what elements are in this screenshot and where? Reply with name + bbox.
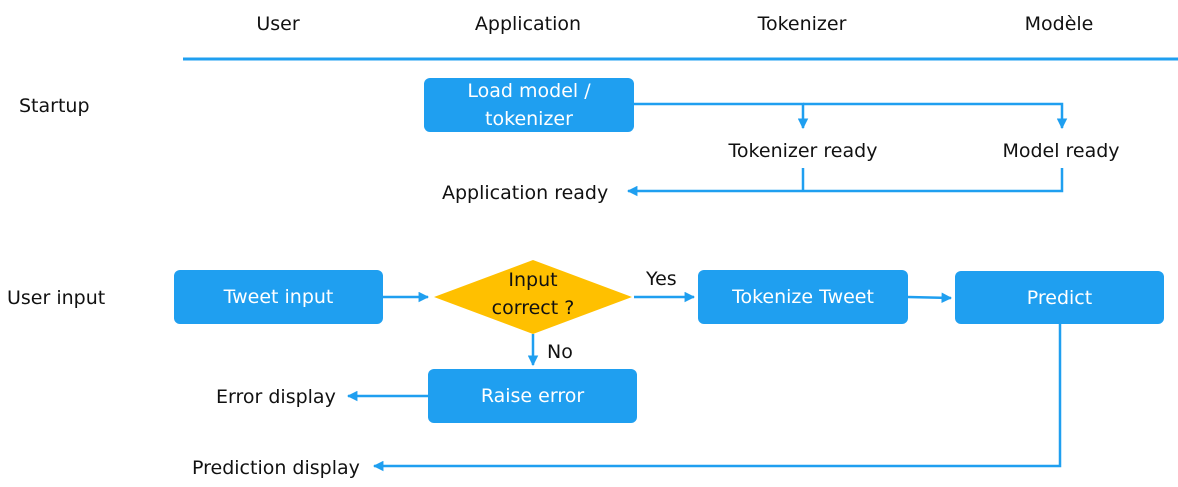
tokenize-tweet-box[interactable]: Tokenize Tweet — [698, 270, 908, 324]
load-model-label-line2: tokenizer — [485, 108, 573, 130]
tweet-input-label: Tweet input — [223, 286, 334, 308]
edge-label-no: No — [547, 341, 573, 363]
error-display-label: Error display — [216, 386, 336, 408]
input-correct-label-line1: Input — [508, 269, 558, 291]
prediction-display-label: Prediction display — [192, 457, 360, 479]
edge-label-yes: Yes — [646, 268, 677, 290]
application-ready-label: Application ready — [442, 182, 609, 204]
predict-box[interactable]: Predict — [955, 271, 1164, 324]
lane-header-user: User — [256, 13, 300, 35]
input-correct-diamond — [434, 260, 632, 334]
tokenize-tweet-label: Tokenize Tweet — [732, 286, 874, 308]
lane-header-application: Application — [474, 13, 582, 35]
model-ready-label: Model ready — [1002, 140, 1120, 162]
arrow-ready-to-application-ready — [626, 168, 1064, 197]
tweet-input-box[interactable]: Tweet input — [174, 270, 383, 324]
input-correct-label: Input correct ? — [464, 266, 602, 322]
load-model-tokenizer-box[interactable]: Load model / tokenizer — [424, 78, 634, 132]
arrow-load-to-tokenizer-ready — [633, 102, 809, 130]
raise-error-label: Raise error — [480, 385, 585, 407]
lane-header-tokenizer: Tokenizer — [757, 13, 847, 35]
predict-label: Predict — [1026, 286, 1093, 309]
raise-error-box[interactable]: Raise error — [428, 369, 637, 423]
lane-header-model: Modèle — [1024, 13, 1094, 35]
arrow-tokenize-to-predict — [907, 292, 953, 304]
tokenizer-ready-label: Tokenizer ready — [728, 140, 878, 162]
phase-label-startup: Startup — [19, 95, 90, 117]
arrow-load-to-model-ready — [803, 102, 1068, 130]
arrow-predict-to-prediction-display — [372, 323, 1062, 472]
load-model-label-line1: Load model / — [467, 80, 591, 102]
phase-label-user-input: User input — [7, 287, 106, 309]
input-correct-label-line2: correct ? — [491, 297, 575, 319]
